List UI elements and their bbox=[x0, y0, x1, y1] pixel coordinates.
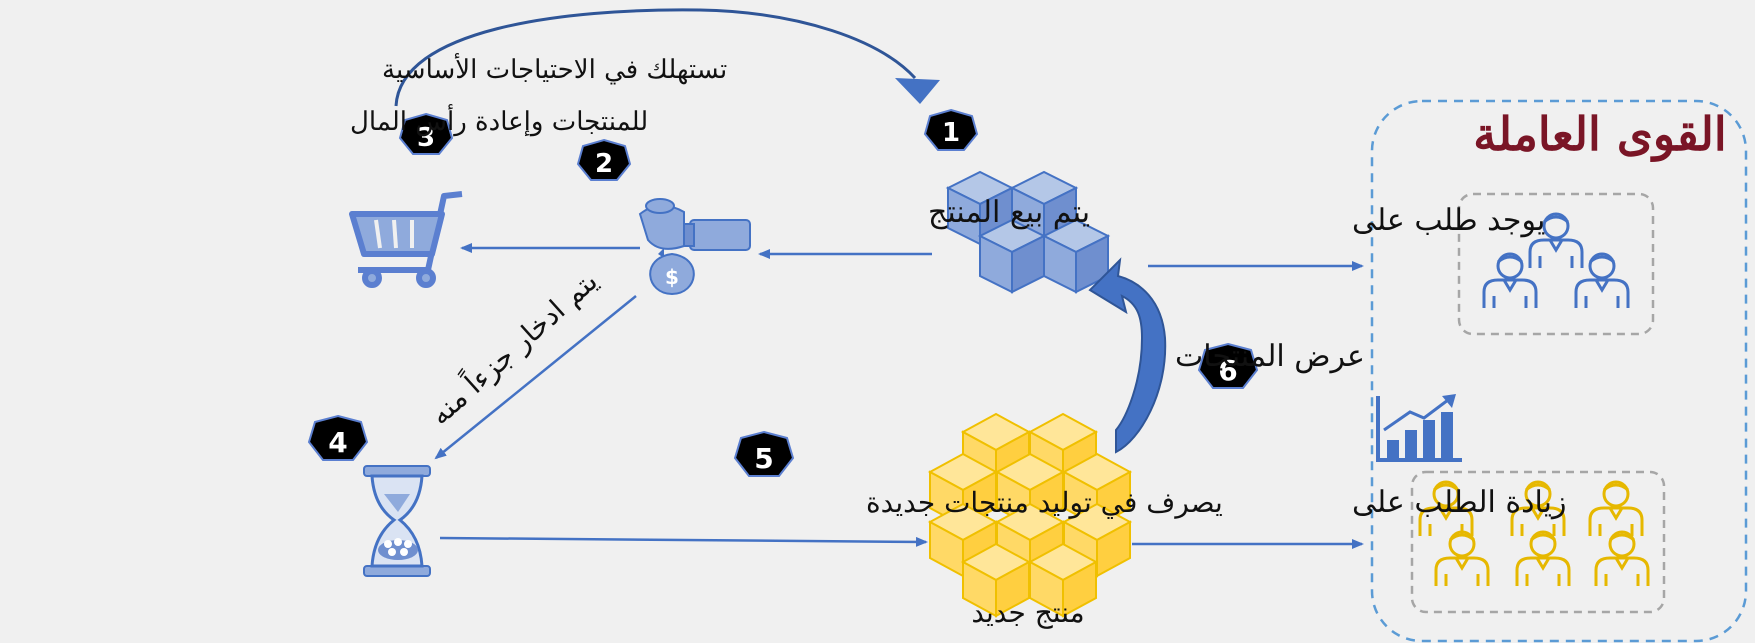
svg-text:4: 4 bbox=[328, 426, 347, 459]
label-increase-demand: زيادة الطلب على bbox=[1352, 485, 1566, 520]
svg-text:6: 6 bbox=[1218, 354, 1237, 387]
shopping-cart-icon bbox=[349, 191, 463, 288]
workforce-title: القوى العاملة bbox=[1473, 107, 1726, 162]
badge-2: 2 bbox=[576, 138, 632, 181]
top-curve-arrowhead bbox=[895, 78, 940, 104]
label-saved-part: يتم ادخار جزءاً منه bbox=[421, 261, 604, 431]
top-curve-arrow bbox=[394, 8, 917, 107]
label-product-sold: يتم بيع المنتج bbox=[928, 195, 1090, 230]
svg-text:5: 5 bbox=[754, 442, 773, 475]
arrow-savings-to-newproduct bbox=[439, 536, 928, 547]
badge-4: 4 bbox=[307, 414, 369, 461]
svg-text:$: $ bbox=[665, 265, 679, 289]
workers-box-bottom bbox=[1410, 470, 1666, 614]
label-demand-on: يوجد طلب على bbox=[1352, 203, 1545, 238]
label-new-product: منتج جديد bbox=[971, 596, 1084, 629]
badge-1: 1 bbox=[923, 108, 979, 151]
workforce-container bbox=[1370, 99, 1748, 643]
label-consume: تستهلك في الاحتياجات الأساسية bbox=[382, 52, 727, 85]
badge-6: 6 bbox=[1197, 342, 1259, 389]
badge-5: 5 bbox=[733, 430, 795, 477]
arrow-money-to-savings bbox=[434, 295, 637, 460]
workers-box-top bbox=[1457, 192, 1655, 336]
hourglass-coins-icon bbox=[363, 465, 431, 577]
products-cubes-blue bbox=[947, 171, 1109, 293]
bar-chart-growth-icon bbox=[1376, 394, 1462, 462]
badge-3: 3 bbox=[398, 112, 454, 155]
svg-text:1: 1 bbox=[942, 118, 960, 148]
label-spent-new: يصرف في توليد منتجات جديدة bbox=[866, 486, 1223, 519]
label-display-products: عرض المنتجات bbox=[1175, 339, 1365, 374]
display-curve-arrow bbox=[1088, 257, 1167, 454]
label-consume-2: للمنتجات وإعادة رأس المال bbox=[350, 103, 648, 137]
money-bag-hand-icon: $ bbox=[638, 198, 751, 296]
svg-text:3: 3 bbox=[417, 123, 435, 153]
svg-text:2: 2 bbox=[595, 149, 613, 179]
